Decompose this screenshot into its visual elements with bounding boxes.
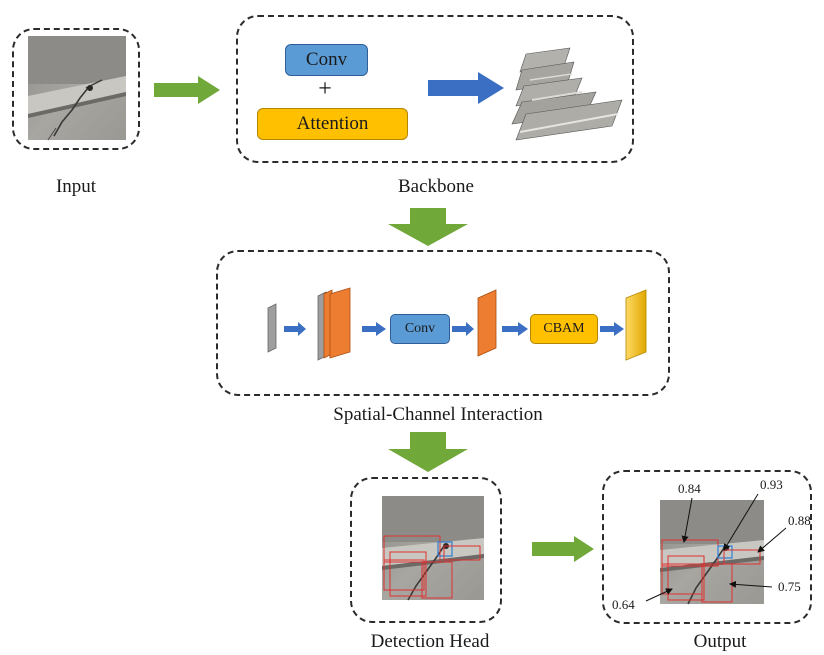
flow-arrow-down-1 [388,208,468,246]
score-label-084: 0.84 [678,481,701,496]
feature-pyramid-stack [511,47,623,141]
interaction-diagram [267,287,647,361]
score-label-064: 0.64 [612,597,635,612]
flow-arrow-input-backbone [154,76,220,104]
input-panel [12,28,140,150]
output-image [660,500,764,605]
backbone-blue-arrow [428,72,504,104]
cbam-block: CBAM [530,314,598,344]
detection-head-label: Detection Head [370,631,490,652]
input-label: Input [55,176,97,197]
detection-head-image [382,496,484,601]
interaction-panel [216,250,670,396]
flow-arrow-head-output [532,536,594,562]
backbone-panel [236,15,634,163]
output-label: Output [693,631,747,652]
interaction-label: Spatial-Channel Interaction [333,404,543,425]
interaction-conv-block: Conv [390,314,450,344]
flow-arrow-down-2 [388,432,468,472]
score-label-093: 0.93 [760,477,783,492]
backbone-label: Backbone [398,176,474,197]
plus-sign: + [318,76,332,102]
score-pointer-arrows [645,493,787,602]
detection-head-panel [350,477,502,623]
backbone-attention-block: Attention [257,108,408,140]
output-panel [602,470,812,624]
input-image [28,36,126,141]
score-label-088: 0.88 [788,513,811,528]
score-label-075: 0.75 [778,579,801,594]
backbone-conv-block: Conv [285,44,368,76]
